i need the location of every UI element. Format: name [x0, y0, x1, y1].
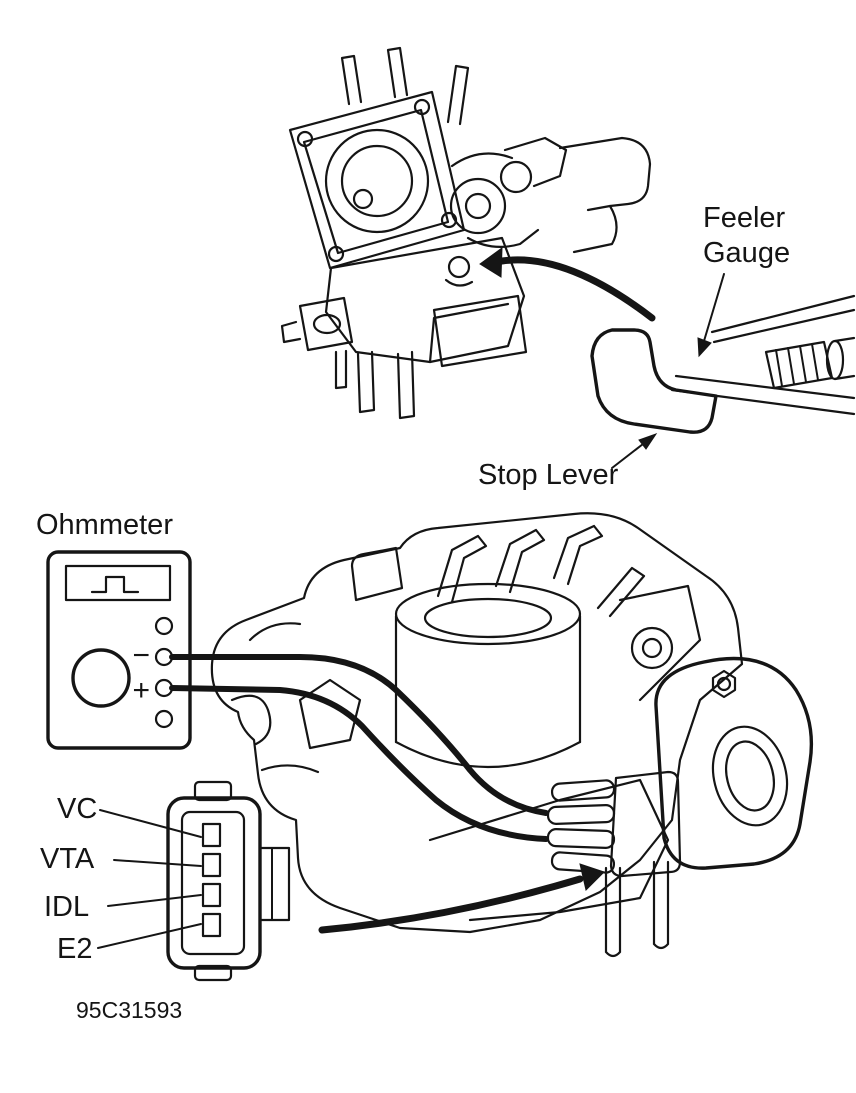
- feeler-gauge-leader: [697, 273, 725, 358]
- pin-leader-vta: [113, 859, 202, 867]
- terminal-positive-label: +: [132, 674, 150, 707]
- pulse-icon: [90, 575, 140, 594]
- test-leads: [169, 654, 549, 842]
- ohmmeter-terminal-1: [154, 616, 174, 636]
- ohmmeter-dial: [71, 648, 131, 708]
- pin-slot-vc: [201, 822, 222, 848]
- pinout-inner: [180, 810, 246, 956]
- ohmmeter-body: [46, 550, 192, 750]
- throttle-body-top-drawing: [280, 46, 652, 420]
- pin-label-vc: VC: [57, 793, 97, 825]
- tps-sensor-drawing: [546, 656, 814, 878]
- arrow-to-connector: [318, 863, 605, 934]
- wire-negative: [169, 654, 549, 816]
- throttle-body-bottom-drawing: [210, 512, 744, 958]
- feeler-gauge-tool-drawing: [590, 294, 856, 434]
- wire-positive: [169, 685, 549, 842]
- ohmmeter-display: [64, 564, 172, 602]
- pinout-outer: [166, 796, 262, 970]
- figure-code: 95C31593: [76, 997, 182, 1023]
- stop-lever-shape: [590, 328, 718, 434]
- sensor-connector: [609, 770, 682, 878]
- pin-label-vta: VTA: [40, 843, 95, 875]
- feeler-gauge-label-line2: Gauge: [703, 237, 790, 269]
- ohmmeter-device: [46, 550, 192, 750]
- stop-lever-leader: [611, 433, 658, 469]
- pin-slot-e2: [201, 912, 222, 938]
- connector-pinout-drawing: [97, 780, 291, 982]
- ohmmeter-label: Ohmmeter: [36, 509, 173, 541]
- pin-slot-idl: [201, 882, 222, 908]
- pin-label-e2: E2: [57, 933, 92, 965]
- arrow-to-throttle-stop: [479, 246, 656, 322]
- pin-leader-idl: [107, 894, 202, 907]
- ohmmeter-terminal-4: [154, 709, 174, 729]
- pin-label-idl: IDL: [44, 891, 89, 923]
- pin-leader-vc: [99, 809, 202, 838]
- pin-leader-e2: [97, 923, 202, 949]
- stop-lever-label: Stop Lever: [478, 459, 619, 491]
- terminal-negative-label: −: [132, 639, 150, 672]
- feeler-gauge-label-line1: Feeler: [703, 202, 786, 234]
- sensor-bolt-icon: [711, 669, 737, 699]
- pin-slot-vta: [201, 852, 222, 878]
